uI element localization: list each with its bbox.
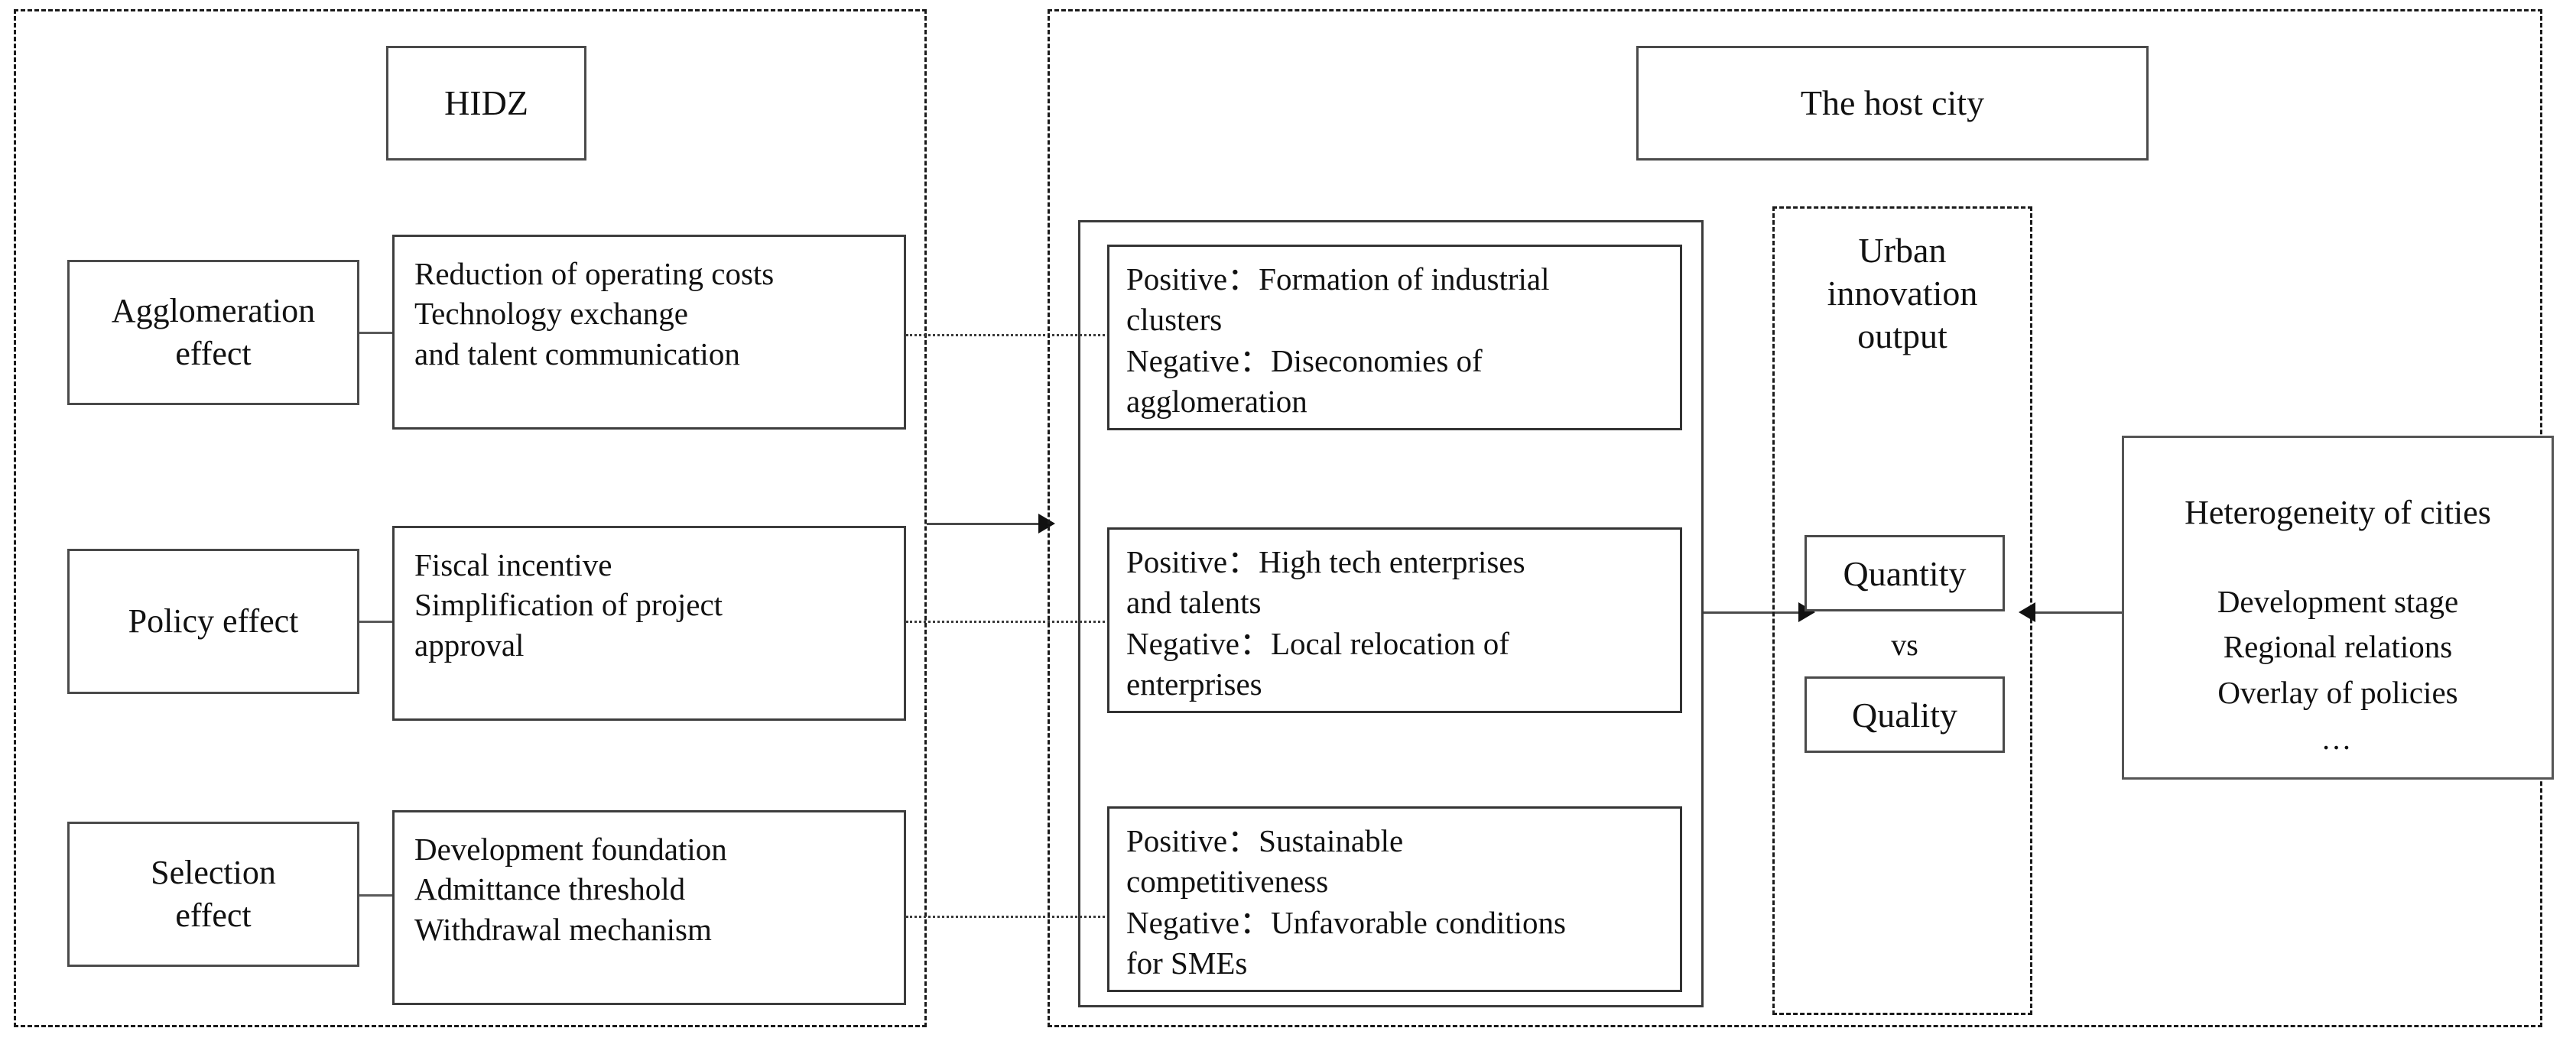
dotted-link-agglomeration [906,334,1105,336]
detail-line: Fiscal incentive [414,547,612,582]
outcome-positive-line: Positive：Formation of industrial [1126,259,1665,300]
dotted-link-policy [906,621,1105,623]
detail-line: Technology exchange [414,296,689,332]
heterogeneity-arrow-line [2034,611,2122,614]
negative-text: Local relocation of [1270,625,1509,661]
quantity-box[interactable]: Quantity [1804,535,2005,611]
detail-line: Admittance threshold [414,871,686,907]
heterogeneity-item: Regional relations [2223,629,2453,665]
host-city-title-label: The host city [1800,83,1985,123]
detail-box-selection[interactable]: Development foundation Admittance thresh… [392,810,906,1005]
dotted-link-selection [906,916,1105,918]
outcome-positive-line2: competitiveness [1126,864,1329,900]
quantity-label: Quantity [1843,553,1967,593]
urban-output-title-line2: innovation [1827,274,1978,313]
heterogeneity-items: Development stage Regional relations Ove… [2124,579,2552,715]
effect-box-policy[interactable]: Policy effect [67,549,359,694]
outcome-positive-line: Positive：High tech enterprises [1126,542,1665,582]
effect-label-line1: Agglomeration [111,291,316,329]
quality-label: Quality [1852,695,1957,735]
outcome-negative-line2: enterprises [1126,666,1262,702]
detail-line: Simplification of project [414,587,723,623]
effect-label-line2: effect [175,335,252,372]
heterogeneity-box[interactable]: Heterogeneity of cities Development stag… [2122,436,2554,780]
detail-line: approval [414,627,525,663]
positive-label: Positive： [1126,544,1259,579]
negative-label: Negative： [1126,342,1271,378]
main-flow-arrowhead-icon [1038,514,1055,533]
heterogeneity-title: Heterogeneity of cities [2185,494,2491,531]
detail-line: Development foundation [414,832,727,867]
detail-line: Reduction of operating costs [414,256,775,291]
positive-text: Formation of industrial [1259,261,1550,297]
positive-label: Positive： [1126,261,1259,297]
connector-agglomeration [359,332,395,334]
positive-text: Sustainable [1259,823,1404,858]
outcome-negative-line: Negative：Local relocation of [1126,624,1665,664]
effect-box-agglomeration[interactable]: Agglomeration effect [67,260,359,405]
outcome-box-selection[interactable]: Positive：Sustainable competitiveness Neg… [1107,806,1682,992]
outcome-negative-line2: agglomeration [1126,383,1307,419]
positive-text: High tech enterprises [1259,544,1525,579]
connector-selection [359,894,395,897]
hidz-title-box: HIDZ [386,46,586,161]
outcome-box-policy[interactable]: Positive：High tech enterprises and talen… [1107,527,1682,713]
effect-label-line1: Policy effect [128,602,299,640]
urban-output-title-line1: Urban [1858,231,1947,270]
main-flow-arrow-line [927,523,1043,525]
detail-box-policy[interactable]: Fiscal incentive Simplification of proje… [392,526,906,721]
heterogeneity-item: Overlay of policies [2217,674,2458,710]
outcomes-to-output-arrow-line [1704,611,1803,614]
hidz-title-label: HIDZ [444,83,528,123]
positive-label: Positive： [1126,823,1259,858]
effect-label-line2: effect [175,897,252,934]
heterogeneity-arrowhead-icon [2019,602,2035,622]
effect-label-line1: Selection [151,853,276,891]
outcome-positive-line2: and talents [1126,585,1262,621]
detail-box-agglomeration[interactable]: Reduction of operating costs Technology … [392,235,906,430]
negative-text: Diseconomies of [1270,342,1483,378]
outcome-negative-line: Negative：Unfavorable conditions [1126,903,1665,943]
heterogeneity-ellipsis: … [2321,722,2355,756]
hidz-panel [14,9,927,1027]
vs-label: vs [1891,628,1918,662]
detail-line: Withdrawal mechanism [414,911,712,947]
quality-box[interactable]: Quality [1804,676,2005,753]
outcome-box-agglomeration[interactable]: Positive：Formation of industrial cluster… [1107,245,1682,430]
effect-box-selection[interactable]: Selection effect [67,822,359,967]
negative-label: Negative： [1126,904,1271,940]
outcome-positive-line2: clusters [1126,302,1223,338]
negative-text: Unfavorable conditions [1270,904,1566,940]
heterogeneity-item: Development stage [2217,584,2459,619]
outcome-positive-line: Positive：Sustainable [1126,821,1665,861]
outcome-negative-line: Negative：Diseconomies of [1126,341,1665,381]
urban-output-title: Urban innovation output [1772,229,2032,358]
detail-line: and talent communication [414,336,740,371]
connector-policy [359,621,395,623]
outcome-negative-line2: for SMEs [1126,945,1248,981]
host-city-title-box: The host city [1636,46,2149,161]
outcomes-group-box [1078,220,1704,1007]
urban-output-title-line3: output [1857,316,1947,356]
negative-label: Negative： [1126,625,1271,661]
